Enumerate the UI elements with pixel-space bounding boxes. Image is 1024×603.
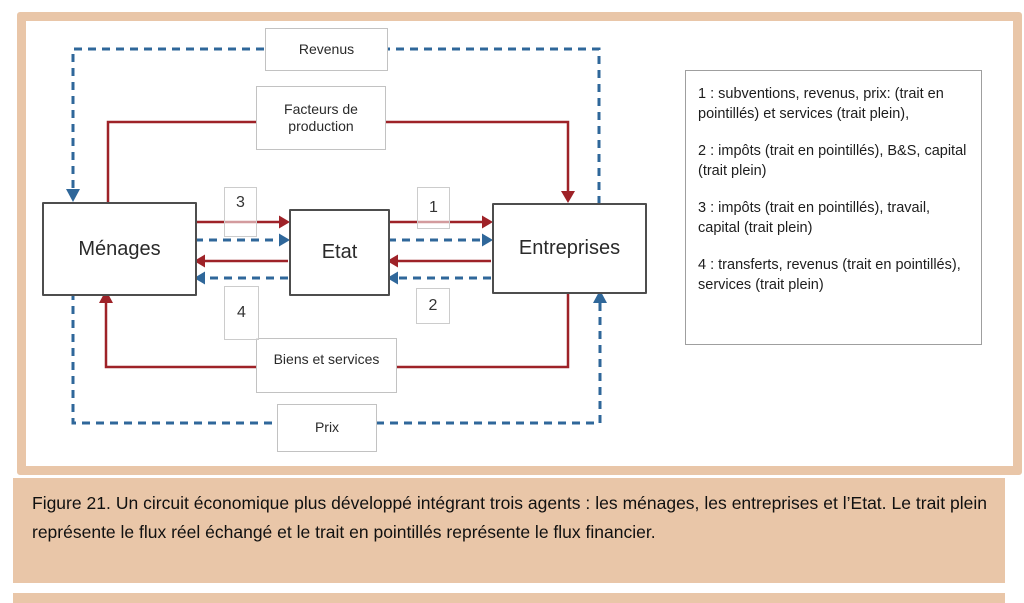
node-menages: Ménages: [42, 202, 197, 296]
flow-revenus-dashed-arrow: [66, 47, 601, 204]
legend-item-3: 3 : impôts (trait en pointillés), travai…: [698, 200, 931, 236]
flow-etat-to-entreprises-dashed-arrow: [388, 233, 493, 247]
flow-menages-to-etat-dashed-arrow: [195, 233, 290, 247]
flow-number-2: 2: [416, 288, 450, 324]
flow-number-1: 1: [417, 187, 450, 229]
flow-label-biens-et-services: Biens et services: [256, 338, 397, 393]
flow-etat-to-menages-dashed-arrow: [194, 271, 288, 285]
flow-etat-to-menages-solid-arrow: [194, 254, 288, 268]
flow-entreprises-to-etat-solid-arrow: [387, 254, 491, 268]
legend-box: 1 : subventions, revenus, prix: (trait e…: [685, 70, 982, 345]
legend-item-1: 1 : subventions, revenus, prix: (trait e…: [698, 86, 944, 122]
flow-label-revenus: Revenus: [265, 28, 388, 71]
flow-entreprises-to-etat-dashed-arrow: [387, 271, 491, 285]
legend-item-4: 4 : transferts, revenus (trait en pointi…: [698, 257, 961, 293]
flow-label-prix: Prix: [277, 404, 377, 452]
flow-number-3: 3: [224, 187, 257, 237]
legend-item-2: 2 : impôts (trait en pointillés), B&S, c…: [698, 143, 967, 179]
figure-caption: Figure 21. Un circuit économique plus dé…: [13, 478, 1005, 583]
next-caption-band-partial: [13, 593, 1005, 603]
flow-label-facteurs-de-production: Facteurs de production: [256, 86, 386, 150]
flow-number-4: 4: [224, 286, 259, 340]
node-entreprises: Entreprises: [492, 203, 647, 294]
node-etat: Etat: [289, 209, 390, 296]
